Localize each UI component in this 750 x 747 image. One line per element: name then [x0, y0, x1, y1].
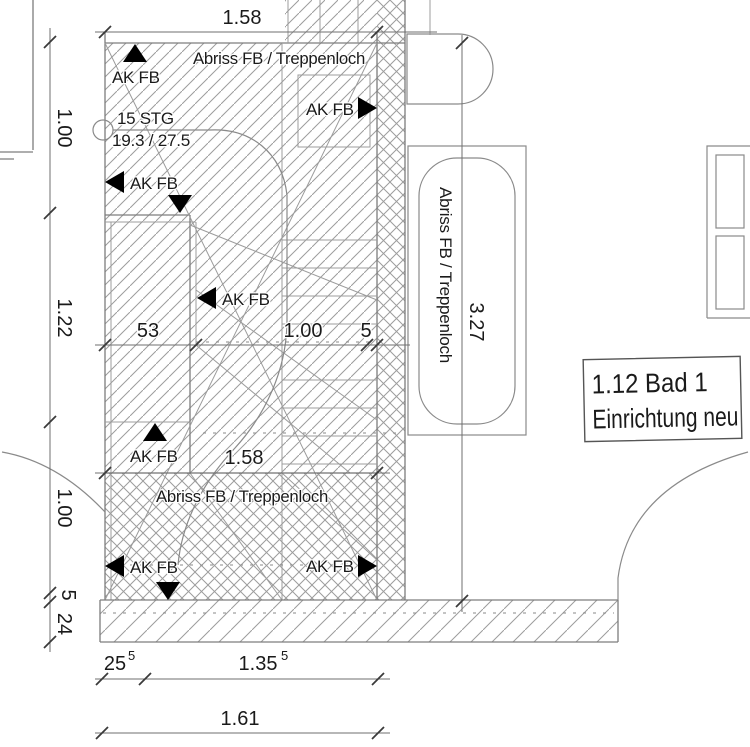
ak-fb-arrow-left-1: [105, 171, 124, 193]
bathroom-fixtures: [406, 33, 750, 436]
door-arc-left: [1, 451, 106, 513]
ak-fb-arrow-right-2: [358, 555, 377, 577]
ak-fb-arrow-left-2: [197, 287, 216, 309]
door-swings: [1, 451, 749, 600]
room-number-text: 1.12 Bad 1: [591, 367, 708, 399]
annotation-texts: Abriss FB / Treppenloch Abriss FB / Trep…: [111, 48, 457, 508]
stair-linework: [0, 0, 619, 643]
demolition-note-bottom: Abriss FB / Treppenloch: [156, 487, 328, 506]
ak-fb-label-7: AK FB: [306, 557, 354, 576]
dim-lower-width: 1.58: [225, 447, 264, 469]
dim-left-lower: 1.00: [53, 489, 75, 528]
bottom-wall-hatch: [100, 600, 618, 642]
dim-left-middle: 1.22: [53, 299, 75, 338]
demolition-hatch-areas: [100, 0, 618, 642]
toilet: [406, 33, 494, 105]
ak-fb-arrow-down-2: [156, 582, 180, 600]
door-arc-right: [617, 451, 749, 600]
ak-fb-arrow-right-1: [358, 97, 377, 119]
ak-fb-label-2: AK FB: [306, 100, 354, 119]
ak-fb-arrow-up-2: [143, 423, 167, 441]
ak-fb-label-6: AK FB: [130, 558, 178, 577]
dim-mid-right: 5: [360, 320, 371, 342]
dim-right-height: 3.27: [465, 303, 487, 342]
dimension-texts: 1.58 1.00 1.22 1.00 5 24 53 1.00 5 1.58 …: [52, 6, 489, 732]
wall-cabinet: [706, 145, 750, 319]
wall-strip-hatch: [377, 0, 405, 600]
room-label: 1.12 Bad 1 Einrichtung neu: [582, 355, 743, 443]
dim-left-step: 5: [57, 589, 79, 600]
room-note-text: Einrichtung neu: [592, 401, 739, 434]
walking-line-path: [113, 129, 288, 566]
ak-fb-label-3: AK FB: [130, 174, 178, 193]
dimension-lines: [43, 25, 469, 740]
ak-fb-arrow-down-1: [168, 195, 192, 213]
dim-bottom-center: 1.35: [239, 653, 278, 675]
ak-fb-arrow-left-3: [105, 555, 124, 577]
dim-bottom-total: 1.61: [221, 708, 260, 730]
dimension-ticks: [43, 25, 469, 740]
dim-top-width: 1.58: [223, 7, 262, 29]
dim-bottom-center-sup: 5: [281, 648, 288, 663]
ak-fb-label-4: AK FB: [222, 290, 270, 309]
lower-landing-crosshatch: [105, 473, 377, 600]
dim-left-wall: 24: [53, 613, 75, 635]
dim-mid-left: 53: [137, 320, 159, 342]
bathtub-outline: [407, 145, 527, 436]
ak-fb-label-1: AK FB: [112, 68, 160, 87]
demolition-note-vertical: Abriss FB / Treppenloch: [436, 187, 455, 363]
bathtub-basin: [418, 157, 516, 425]
dim-mid-center: 1.00: [284, 320, 323, 342]
stair-count-label: 15 STG: [117, 109, 174, 128]
walking-line: [92, 119, 288, 566]
ak-fb-label-5: AK FB: [130, 447, 178, 466]
ak-fb-arrow-up-1: [123, 44, 147, 62]
demolition-note-top: Abriss FB / Treppenloch: [193, 49, 365, 68]
room-label-box: [582, 355, 743, 443]
stair-rise-run-label: 19.3 / 27.5: [112, 131, 190, 150]
ak-fb-markers: AK FB AK FB AK FB AK FB AK FB AK FB AK F…: [105, 44, 377, 600]
dim-bottom-left-sup: 5: [128, 648, 135, 663]
dim-bottom-left: 25: [104, 653, 126, 675]
dim-left-upper: 1.00: [53, 109, 75, 148]
